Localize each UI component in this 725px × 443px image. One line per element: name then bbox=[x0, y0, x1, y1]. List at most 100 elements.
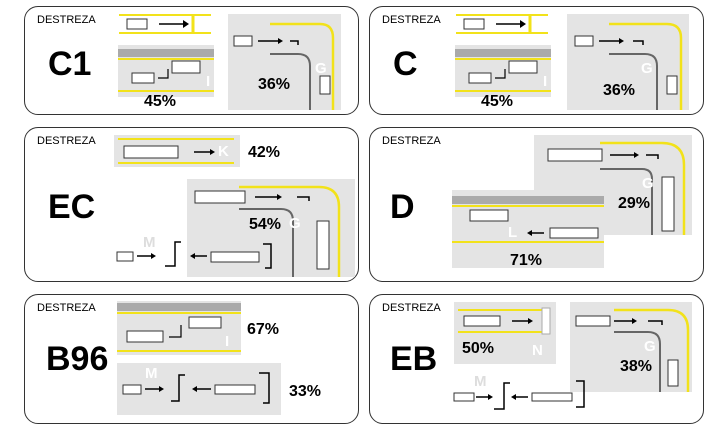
maneuver-g-diagram: G 36% bbox=[228, 14, 341, 110]
card-code: EB bbox=[390, 340, 438, 378]
maneuver-letter: I bbox=[225, 333, 230, 350]
maneuver-letter: K bbox=[534, 15, 545, 32]
percent-1: 50% bbox=[462, 340, 495, 357]
card-code: B96 bbox=[46, 340, 109, 378]
vehicle-icon bbox=[131, 72, 155, 84]
percent-2: 36% bbox=[603, 82, 636, 99]
maneuver-letter: I bbox=[206, 73, 211, 90]
vehicle-icon bbox=[233, 35, 253, 47]
maneuver-k-diagram bbox=[456, 14, 548, 34]
maneuver-letter: I bbox=[543, 73, 548, 90]
turn-arrow-icon bbox=[494, 382, 510, 410]
arrow-right-icon bbox=[277, 194, 282, 200]
vehicle-icon bbox=[123, 145, 179, 159]
percent-1: 42% bbox=[248, 144, 281, 161]
arrow-right-icon bbox=[632, 318, 637, 324]
vehicle-icon bbox=[661, 176, 675, 232]
percent-2: 38% bbox=[620, 358, 653, 375]
turn-arrow-icon bbox=[576, 380, 585, 408]
card-label: DESTREZA bbox=[37, 14, 96, 26]
percent-1: 45% bbox=[481, 93, 514, 110]
arrow-left-icon bbox=[511, 394, 516, 400]
percent-2: 71% bbox=[510, 252, 543, 269]
vehicle-icon bbox=[122, 384, 142, 395]
percent-1: 45% bbox=[144, 93, 177, 110]
vehicle-icon bbox=[547, 148, 603, 162]
vehicle-icon bbox=[666, 75, 678, 95]
turn-arrow-icon bbox=[165, 241, 181, 267]
maneuver-m-diagram bbox=[453, 380, 585, 410]
maneuver-l-diagram: L bbox=[452, 190, 604, 268]
maneuver-letter: N bbox=[532, 342, 543, 359]
maneuver-i-diagram: I bbox=[118, 45, 214, 97]
maneuver-letter: G bbox=[641, 60, 653, 77]
maneuver-i-diagram: I bbox=[117, 301, 241, 355]
card-c1: DESTREZA C1 K I 45% G bbox=[24, 6, 359, 115]
vehicle-icon bbox=[531, 392, 573, 402]
card-code: D bbox=[390, 188, 415, 226]
card-code: EC bbox=[48, 188, 96, 226]
vehicle-icon bbox=[463, 315, 501, 327]
maneuver-k-diagram bbox=[119, 14, 211, 34]
arrow-right-icon bbox=[210, 149, 215, 155]
arrow-right-icon bbox=[634, 152, 639, 158]
card-code: C1 bbox=[48, 45, 92, 83]
maneuver-m-diagram: M bbox=[117, 363, 281, 415]
card-label: DESTREZA bbox=[382, 135, 441, 147]
vehicle-icon bbox=[210, 251, 260, 263]
maneuver-letter: M bbox=[145, 365, 158, 382]
arrow-left-icon bbox=[190, 253, 195, 259]
maneuver-letter: G bbox=[644, 338, 656, 355]
vehicle-icon bbox=[188, 316, 222, 329]
vehicle-icon bbox=[574, 35, 594, 47]
card-label: DESTREZA bbox=[382, 14, 441, 26]
maneuver-letter: L bbox=[508, 224, 518, 241]
maneuver-letter: K bbox=[197, 15, 208, 32]
arrow-right-icon bbox=[488, 394, 493, 400]
card-b96: DESTREZA B96 I 67% M 33% bbox=[24, 294, 359, 424]
maneuver-g-diagram: G 36% bbox=[567, 14, 689, 110]
arrow-right-icon bbox=[159, 386, 164, 392]
vehicle-icon bbox=[468, 72, 492, 84]
vehicle-icon bbox=[214, 384, 256, 395]
percent-1: 29% bbox=[618, 195, 651, 212]
card-c: DESTREZA C K I 45% G 36% bbox=[369, 6, 704, 115]
maneuver-letter: M bbox=[143, 234, 156, 251]
card-eb: DESTREZA EB 50% N G 38% bbox=[369, 294, 704, 424]
vehicle-icon bbox=[549, 227, 599, 239]
vehicle-icon bbox=[116, 251, 134, 262]
vehicle-icon bbox=[319, 75, 331, 95]
vehicle-icon bbox=[667, 359, 679, 387]
arrow-left-icon bbox=[192, 386, 197, 392]
card-ec: DESTREZA EC K 42% G 54% bbox=[24, 127, 359, 282]
percent-2: 54% bbox=[249, 216, 282, 233]
maneuver-i-diagram: I bbox=[455, 45, 551, 97]
turn-arrow-icon bbox=[259, 372, 270, 404]
maneuver-letter: K bbox=[218, 143, 229, 160]
vehicle-icon bbox=[469, 209, 509, 222]
maneuver-g-diagram: G 38% bbox=[570, 302, 692, 392]
turn-arrow-icon bbox=[263, 243, 272, 269]
percent-2: 33% bbox=[289, 383, 322, 400]
vehicle-icon bbox=[463, 18, 485, 30]
maneuver-letter: G bbox=[289, 215, 301, 232]
card-d: DESTREZA D G 29% L 71% bbox=[369, 127, 704, 282]
maneuver-letter: M bbox=[474, 373, 487, 390]
maneuver-k-diagram: K bbox=[114, 135, 240, 167]
card-label: DESTREZA bbox=[382, 302, 441, 314]
card-label: DESTREZA bbox=[37, 302, 96, 314]
arrow-right-icon bbox=[528, 318, 533, 324]
arrow-right-icon bbox=[619, 38, 624, 44]
arrow-right-icon bbox=[278, 38, 283, 44]
vehicle-icon bbox=[126, 18, 148, 30]
vehicle-icon bbox=[171, 60, 201, 74]
vehicle-icon bbox=[453, 392, 475, 402]
card-label: DESTREZA bbox=[37, 135, 96, 147]
arrow-right-icon bbox=[520, 20, 526, 28]
vehicle-icon bbox=[575, 315, 611, 327]
percent-2: 36% bbox=[258, 76, 291, 93]
turn-arrow-icon bbox=[171, 374, 185, 402]
maneuver-letter: G bbox=[642, 175, 654, 192]
card-code: C bbox=[393, 45, 418, 83]
arrow-right-icon bbox=[151, 253, 156, 259]
